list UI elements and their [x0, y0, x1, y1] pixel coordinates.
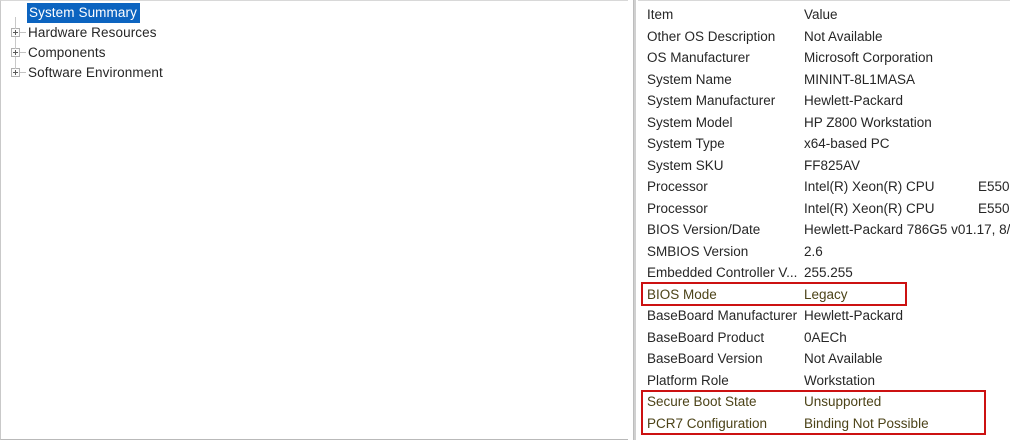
detail-item-cell: Processor: [647, 200, 708, 216]
detail-item-cell: Embedded Controller V...: [647, 265, 798, 280]
tree-connector-vertical: [15, 37, 16, 49]
detail-row[interactable]: Secure Boot State Unsupported: [638, 391, 1010, 413]
tree-connector-vertical: [15, 17, 16, 29]
detail-value-cell: 2.6: [804, 243, 823, 259]
detail-row[interactable]: Embedded Controller V... 255.255: [638, 262, 1010, 284]
detail-row[interactable]: System SKU FF825AV: [638, 155, 1010, 177]
detail-row[interactable]: System Name MININT-8L1MASA: [638, 69, 1010, 91]
pane-splitter[interactable]: [628, 0, 638, 440]
detail-row[interactable]: OS Manufacturer Microsoft Corporation: [638, 47, 1010, 69]
detail-item-cell: System Type: [647, 136, 725, 151]
detail-value-cell: Not Available: [804, 28, 883, 44]
detail-item-cell: BaseBoard Manufacturer: [647, 308, 798, 323]
tree-connector-horizontal: [20, 52, 26, 53]
expand-plus-icon[interactable]: [7, 37, 26, 65]
tree-item-software-environment[interactable]: Software Environment: [1, 57, 628, 83]
column-header-value: Value: [804, 7, 838, 22]
plus-box-glyph: [11, 28, 20, 37]
detail-value-cell: Legacy: [804, 286, 848, 302]
tree-item-label: Software Environment: [28, 65, 163, 80]
detail-value-cell: MININT-8L1MASA: [804, 71, 916, 87]
detail-row[interactable]: System Type x64-based PC: [638, 133, 1010, 155]
expand-plus-icon[interactable]: [7, 17, 26, 45]
detail-value-overflow-cell: E5506: [978, 200, 1010, 216]
detail-item-cell: PCR7 Configuration: [647, 415, 768, 431]
detail-value-cell: FF825AV: [804, 157, 861, 173]
detail-value-cell: Unsupported: [804, 394, 882, 409]
detail-row[interactable]: PCR7 Configuration Binding Not Possible: [638, 413, 1010, 435]
detail-row[interactable]: SMBIOS Version 2.6: [638, 241, 1010, 263]
expand-plus-icon[interactable]: [7, 57, 26, 83]
detail-row[interactable]: System Manufacturer Hewlett-Packard: [638, 90, 1010, 112]
detail-item-cell: OS Manufacturer: [647, 50, 750, 65]
detail-row[interactable]: BaseBoard Manufacturer Hewlett-Packard: [638, 305, 1010, 327]
detail-row[interactable]: Processor Intel(R) Xeon(R) CPU E5506: [638, 176, 1010, 198]
detail-item-cell: System Manufacturer: [647, 93, 776, 108]
detail-value-cell: Intel(R) Xeon(R) CPU: [804, 200, 935, 216]
detail-value-cell: Not Available: [804, 351, 883, 366]
detail-value-cell: Hewlett-Packard 786G5 v01.17, 8/: [804, 222, 1010, 237]
tree-item-hardware-resources[interactable]: Hardware Resources: [1, 17, 628, 45]
detail-item-cell: System SKU: [647, 157, 724, 173]
detail-item-cell: Platform Role: [647, 372, 729, 388]
detail-row[interactable]: Platform Role Workstation: [638, 370, 1010, 392]
detail-value-cell: x64-based PC: [804, 136, 890, 151]
plus-box-glyph: [11, 48, 20, 57]
plus-box-glyph: [11, 68, 20, 77]
detail-row[interactable]: System Model HP Z800 Workstation: [638, 112, 1010, 134]
detail-item-cell: System Model: [647, 114, 733, 130]
detail-value-cell: 0AECh: [804, 329, 847, 345]
detail-value-cell: Workstation: [804, 372, 876, 388]
detail-item-cell: BIOS Mode: [647, 286, 717, 302]
tree-connector-horizontal: [20, 72, 26, 73]
detail-item-cell: BaseBoard Product: [647, 329, 765, 345]
tree-item-label: System Summary: [27, 3, 140, 23]
detail-item-cell: BIOS Version/Date: [647, 222, 761, 237]
detail-item-cell: BaseBoard Version: [647, 351, 763, 366]
detail-item-cell: Processor: [647, 179, 708, 194]
detail-row[interactable]: BIOS Version/Date Hewlett-Packard 786G5 v…: [638, 219, 1010, 241]
detail-item-cell: Secure Boot State: [647, 394, 757, 409]
detail-value-cell: Hewlett-Packard: [804, 308, 904, 323]
detail-value-cell: 255.255: [804, 265, 853, 280]
detail-value-cell: HP Z800 Workstation: [804, 114, 932, 130]
column-header-item: Item: [647, 7, 674, 22]
detail-row[interactable]: BaseBoard Product 0AECh: [638, 327, 1010, 349]
tree-connector-horizontal: [20, 32, 26, 33]
detail-row[interactable]: BaseBoard Version Not Available: [638, 348, 1010, 370]
tree-item-label: Components: [28, 45, 106, 60]
tree-connector-vertical: [15, 57, 16, 69]
detail-value-cell: Binding Not Possible: [804, 415, 929, 431]
detail-item-cell: System Name: [647, 71, 732, 87]
detail-header-row[interactable]: Item Value: [638, 4, 1010, 26]
tree-item-label: Hardware Resources: [28, 25, 157, 40]
tree-item-system-summary[interactable]: System Summary: [1, 3, 628, 23]
tree-item-components[interactable]: Components: [1, 37, 628, 65]
detail-row[interactable]: Processor Intel(R) Xeon(R) CPU E5506: [638, 198, 1010, 220]
detail-item-cell: Other OS Description: [647, 28, 776, 44]
detail-value-cell: Microsoft Corporation: [804, 50, 934, 65]
detail-value-cell: Intel(R) Xeon(R) CPU: [804, 179, 935, 194]
detail-value-cell: Hewlett-Packard: [804, 93, 904, 108]
detail-value-overflow-cell: E5506: [978, 179, 1010, 194]
detail-item-cell: SMBIOS Version: [647, 243, 749, 259]
detail-row[interactable]: BIOS Mode Legacy: [638, 284, 1010, 306]
detail-row[interactable]: Other OS Description Not Available: [638, 26, 1010, 48]
